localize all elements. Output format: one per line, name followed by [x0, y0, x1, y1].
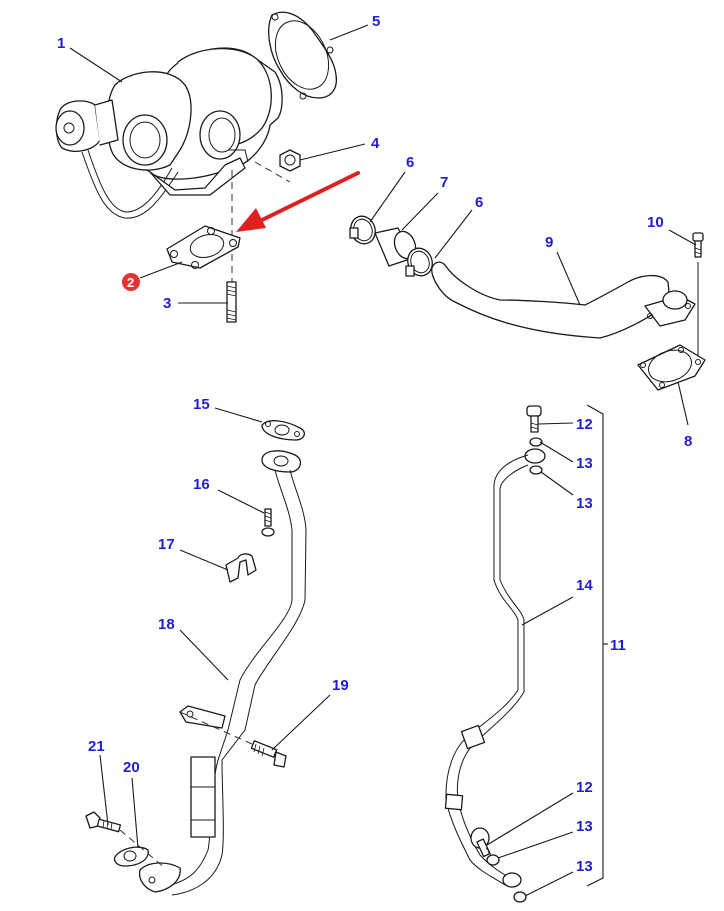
oil-feed-tube[interactable] [444, 448, 546, 888]
turbo-mounting-gasket[interactable] [166, 225, 241, 269]
highlight-badge [122, 273, 140, 291]
label-3[interactable]: 3 [163, 295, 171, 312]
outlet-gasket[interactable] [265, 11, 339, 100]
flange-gasket[interactable] [637, 344, 706, 391]
oil-drain-tube[interactable] [138, 450, 307, 896]
leader-lines [69, 24, 697, 897]
assembly-bracket [586, 404, 604, 887]
label-2: 2 [127, 275, 134, 290]
label-19[interactable]: 19 [332, 677, 349, 694]
washer[interactable] [486, 854, 500, 866]
label-17[interactable]: 17 [158, 536, 175, 553]
label-13a[interactable]: 13 [576, 455, 593, 472]
label-13c[interactable]: 13 [576, 818, 593, 835]
label-6b[interactable]: 6 [475, 194, 483, 211]
bolt[interactable] [692, 232, 704, 258]
label-7[interactable]: 7 [440, 174, 448, 191]
bolt[interactable] [261, 508, 275, 537]
washer[interactable] [529, 437, 543, 447]
banjo-bolt[interactable] [526, 405, 542, 433]
assembly-line [179, 711, 271, 753]
banjo-bolt[interactable] [470, 827, 493, 858]
drain-gasket[interactable] [261, 420, 305, 441]
assembly-line [119, 829, 166, 869]
label-10[interactable]: 10 [647, 214, 664, 231]
label-4[interactable]: 4 [371, 135, 380, 152]
label-13b[interactable]: 13 [576, 495, 593, 512]
label-21[interactable]: 21 [88, 738, 105, 755]
label-5[interactable]: 5 [372, 13, 380, 30]
label-14[interactable]: 14 [576, 577, 593, 594]
stud[interactable] [226, 281, 237, 323]
label-2-highlight[interactable]: 2 [122, 273, 140, 291]
nut[interactable] [279, 149, 301, 172]
clip[interactable] [225, 553, 257, 583]
label-1[interactable]: 1 [57, 35, 65, 52]
assembly-line [254, 161, 291, 183]
label-13d[interactable]: 13 [576, 858, 593, 875]
hose-clamp[interactable] [404, 245, 436, 280]
label-16[interactable]: 16 [193, 476, 210, 493]
label-8[interactable]: 8 [684, 433, 692, 450]
label-6a[interactable]: 6 [406, 154, 414, 171]
label-12b[interactable]: 12 [576, 779, 593, 796]
washer[interactable] [529, 465, 543, 475]
label-18[interactable]: 18 [158, 616, 175, 633]
label-11[interactable]: 11 [610, 637, 626, 654]
bolt[interactable] [85, 811, 122, 833]
air-pipe[interactable] [431, 261, 696, 339]
highlight-arrow [236, 171, 360, 232]
label-9[interactable]: 9 [545, 234, 553, 251]
washer[interactable] [513, 891, 527, 903]
turbocharger[interactable] [55, 47, 283, 219]
hose-clamp[interactable] [347, 213, 379, 248]
label-15[interactable]: 15 [193, 396, 210, 413]
gasket[interactable] [113, 846, 149, 867]
label-20[interactable]: 20 [123, 759, 140, 776]
bolt[interactable] [250, 740, 287, 768]
label-12a[interactable]: 12 [576, 416, 593, 433]
